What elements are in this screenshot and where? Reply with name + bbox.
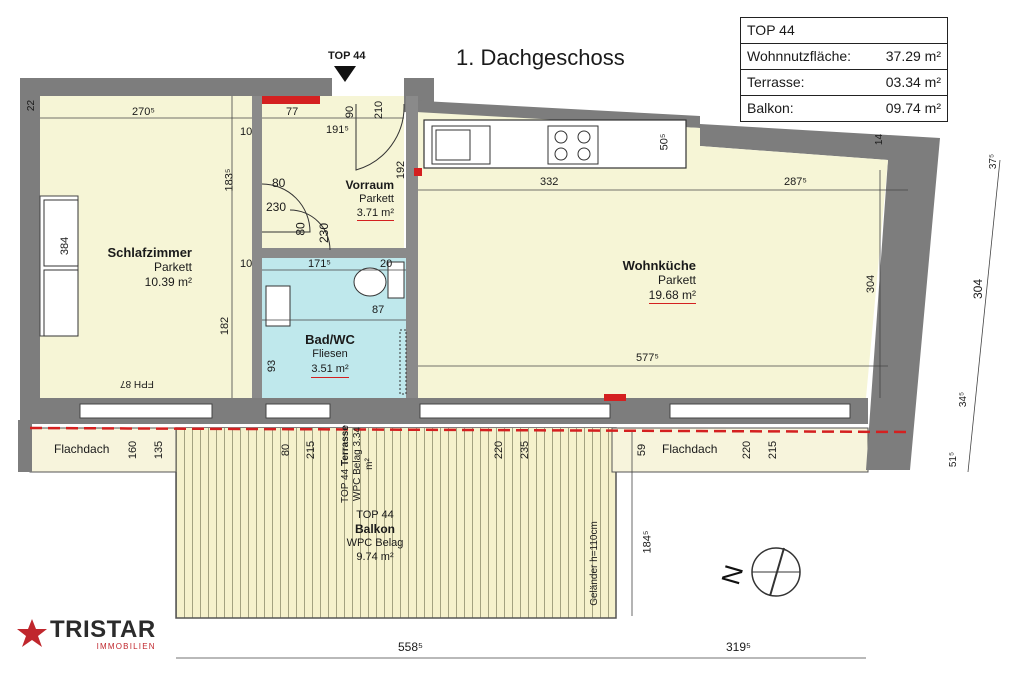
entrance-label: TOP 44 — [328, 50, 366, 62]
washbasin — [265, 285, 291, 327]
dimension-lines — [40, 96, 1001, 659]
dim-label: 304 — [971, 278, 986, 300]
dim-label: 80 — [272, 176, 286, 190]
door-swings — [261, 103, 405, 251]
wall-bed-vorraum — [252, 96, 262, 398]
dim-label: 558⁵ — [398, 640, 423, 654]
dim-label: 191⁵ — [326, 124, 349, 136]
schlafzimmer-label: Schlafzimmer Parkett 10.39 m² — [107, 245, 192, 289]
kitchen-sink-basin — [435, 129, 471, 161]
toilet-bowl — [353, 267, 387, 297]
dim-label: 183⁵ — [223, 168, 236, 192]
bed-pillow-1 — [43, 199, 79, 267]
floor-title: 1. Dachgeschoss — [456, 45, 625, 70]
wohnkueche-floor — [416, 112, 888, 398]
flachdach-right-label: Flachdach — [662, 442, 718, 456]
dim-label: 184⁵ — [641, 530, 654, 554]
entrance-red-bar — [262, 96, 320, 104]
dim-label: 90 — [344, 105, 357, 119]
dim-label: 51⁵ — [948, 451, 960, 468]
kitchen-hob — [547, 125, 599, 165]
vorraum-label: Vorraum Parkett 3.71 m² — [345, 178, 394, 221]
info-table: TOP 44 Wohnnutzfläche:37.29 m² Terrasse:… — [740, 17, 948, 122]
dim-label: 20 — [380, 258, 393, 270]
info-row: Balkon:09.74 m² — [741, 95, 947, 121]
dim-label: 87 — [372, 304, 385, 316]
north-arrow-icon: N — [715, 547, 801, 597]
dim-label: 220 — [741, 440, 754, 460]
dim-label: 182 — [219, 316, 232, 336]
dim-label: 135 — [153, 440, 166, 460]
bad-label: Bad/WC Fliesen 3.51 m² — [300, 332, 360, 378]
balkon-label: TOP 44 Balkon WPC Belag 9.74 m² — [346, 509, 404, 563]
dim-label: 37⁵ — [988, 153, 1000, 170]
wall-bad-top — [262, 248, 412, 258]
dim-label: 215 — [767, 440, 780, 460]
dim-label: 171⁵ — [308, 258, 331, 270]
dim-label: 10 — [240, 258, 253, 270]
info-unit: TOP 44 — [747, 22, 795, 38]
bed-pillow-2 — [43, 269, 79, 337]
wall-vorraum-kitchen — [406, 96, 418, 398]
dim-label: 332 — [540, 176, 559, 188]
dim-label: 577⁵ — [636, 352, 659, 364]
info-row: Wohnnutzfläche:37.29 m² — [741, 43, 947, 69]
flachdach-left-label: Flachdach — [54, 442, 110, 456]
dim-label: 304 — [865, 274, 878, 294]
dim-label: 50⁵ — [658, 133, 671, 151]
shower-drain — [399, 329, 407, 395]
wohnkueche-label: Wohnküche Parkett 19.68 m² — [622, 258, 696, 304]
dim-label: 192 — [395, 160, 408, 180]
terrasse-deck — [176, 428, 612, 472]
dim-label: 59 — [636, 443, 649, 457]
terrasse-label: TOP 44 Terrasse WPC Belag 3.34 m² — [340, 425, 375, 503]
dim-label: 270⁵ — [132, 106, 155, 118]
entrance-arrow-icon — [334, 66, 356, 82]
dim-label: 80 — [293, 222, 308, 236]
dim-label: 220 — [493, 440, 506, 460]
tristar-logo-icon — [17, 619, 47, 647]
hob-rings — [554, 130, 591, 161]
dim-label: 160 — [127, 440, 140, 460]
dim-label: 22 — [26, 99, 38, 112]
dim-label: 14 — [874, 133, 886, 146]
dim-label: 210 — [373, 100, 386, 120]
flachdach-right-area — [611, 427, 869, 473]
dim-label: 319⁵ — [726, 640, 751, 654]
dim-label: 230 — [266, 200, 287, 214]
dim-label: 80 — [280, 443, 293, 457]
tristar-logo: TRISTAR IMMOBILIEN — [50, 616, 156, 652]
red-marker-kitchen — [414, 168, 422, 176]
dim-label: 230 — [317, 222, 332, 244]
dim-label: 34⁵ — [958, 391, 970, 408]
toilet-tank — [387, 261, 405, 299]
dim-label: 10 — [240, 126, 253, 138]
terrace-boundary — [29, 426, 911, 434]
vorraum-floor — [254, 96, 404, 254]
wall-left-lower — [18, 420, 32, 472]
dim-label: 93 — [266, 359, 279, 373]
red-marker-window — [604, 394, 626, 401]
dim-label: 77 — [286, 106, 299, 118]
info-row: Terrasse:03.34 m² — [741, 69, 947, 95]
svg-text:N: N — [715, 562, 749, 588]
gelaender-label: Geländer h=110cm — [588, 521, 600, 606]
dim-label: 287⁵ — [784, 176, 807, 188]
fph-label: FPH 87 — [120, 378, 154, 389]
dim-label: 384 — [59, 236, 72, 256]
dim-label: 235 — [519, 440, 532, 460]
dim-label: 215 — [305, 440, 318, 460]
